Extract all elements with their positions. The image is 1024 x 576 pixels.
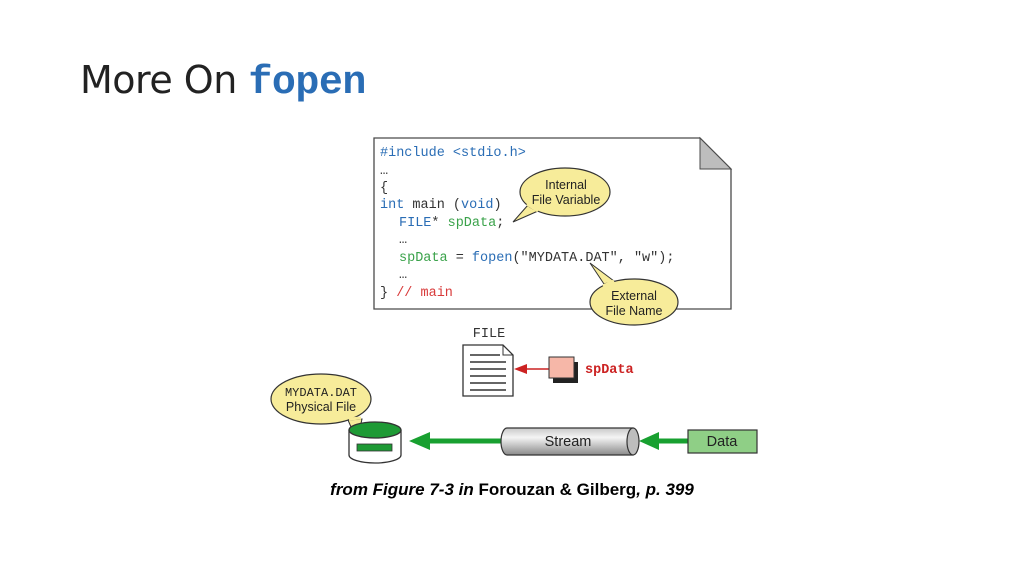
main-close: ) bbox=[493, 198, 501, 213]
ellipsis-line-3: … bbox=[399, 268, 407, 283]
main-keyword: int bbox=[380, 198, 404, 213]
close-brace: } bbox=[380, 286, 396, 301]
decl-type: FILE bbox=[399, 216, 431, 231]
main-line: int main (void) bbox=[380, 198, 502, 213]
assign-line: spData = fopen("MYDATA.DAT", "w"); bbox=[399, 251, 674, 266]
decl-star: * bbox=[431, 216, 447, 231]
figure-caption: from Figure 7-3 in Forouzan & Gilberg, p… bbox=[0, 480, 1024, 500]
external-callout-line1: External bbox=[611, 289, 657, 303]
title-code-word: fopen bbox=[248, 61, 366, 106]
spdata-pointer-box bbox=[548, 356, 578, 383]
assign-var: spData bbox=[399, 251, 448, 266]
main-signature: main ( bbox=[404, 198, 461, 213]
caption-source: from Figure 7-3 in bbox=[330, 480, 474, 499]
caption-authors: Forouzan & Gilberg bbox=[473, 480, 637, 499]
open-brace-line: { bbox=[380, 181, 388, 196]
internal-callout-line2: File Variable bbox=[532, 193, 601, 207]
data-box bbox=[687, 429, 758, 454]
data-to-stream-arrow bbox=[639, 432, 688, 450]
slide-title: More On fopen bbox=[80, 58, 366, 106]
decl-end: ; bbox=[496, 216, 504, 231]
stream-label: Stream bbox=[545, 434, 592, 450]
close-brace-line: } // main bbox=[380, 286, 453, 301]
declaration-line: FILE* spData; bbox=[399, 216, 504, 231]
physical-callout-line1: MYDATA.DAT bbox=[285, 386, 357, 400]
title-prefix: More On bbox=[80, 58, 249, 102]
external-callout-line2: File Name bbox=[606, 304, 663, 318]
physical-callout-line2: Physical File bbox=[286, 400, 356, 414]
ellipsis-line: … bbox=[380, 164, 388, 179]
code-panel-frame bbox=[373, 137, 732, 310]
file-document-icon bbox=[462, 344, 514, 397]
file-structure-label: FILE bbox=[473, 327, 505, 342]
include-line: #include <stdio.h> bbox=[380, 146, 526, 161]
dog-ear-icon bbox=[699, 136, 733, 170]
close-comment: // main bbox=[396, 286, 453, 301]
stream-cylinder bbox=[500, 427, 640, 456]
main-param: void bbox=[461, 198, 493, 213]
spdata-pointer-label: spData bbox=[585, 363, 634, 378]
data-label: Data bbox=[707, 434, 739, 450]
stream-to-disk-arrow bbox=[409, 432, 503, 450]
assign-eq: = bbox=[448, 251, 472, 266]
external-file-name-callout: External File Name bbox=[589, 262, 679, 326]
caption-page: , p. 399 bbox=[636, 480, 694, 499]
code-panel: #include <stdio.h> … { int main (void) F… bbox=[373, 136, 733, 310]
internal-callout-line1: Internal bbox=[545, 178, 587, 192]
disk-icon bbox=[348, 421, 402, 464]
assign-args: ("MYDATA.DAT", "w"); bbox=[512, 251, 674, 266]
internal-file-variable-callout: Internal File Variable bbox=[512, 167, 611, 223]
assign-fn: fopen bbox=[472, 251, 513, 266]
ellipsis-line-2: … bbox=[399, 233, 407, 248]
decl-var: spData bbox=[448, 216, 497, 231]
